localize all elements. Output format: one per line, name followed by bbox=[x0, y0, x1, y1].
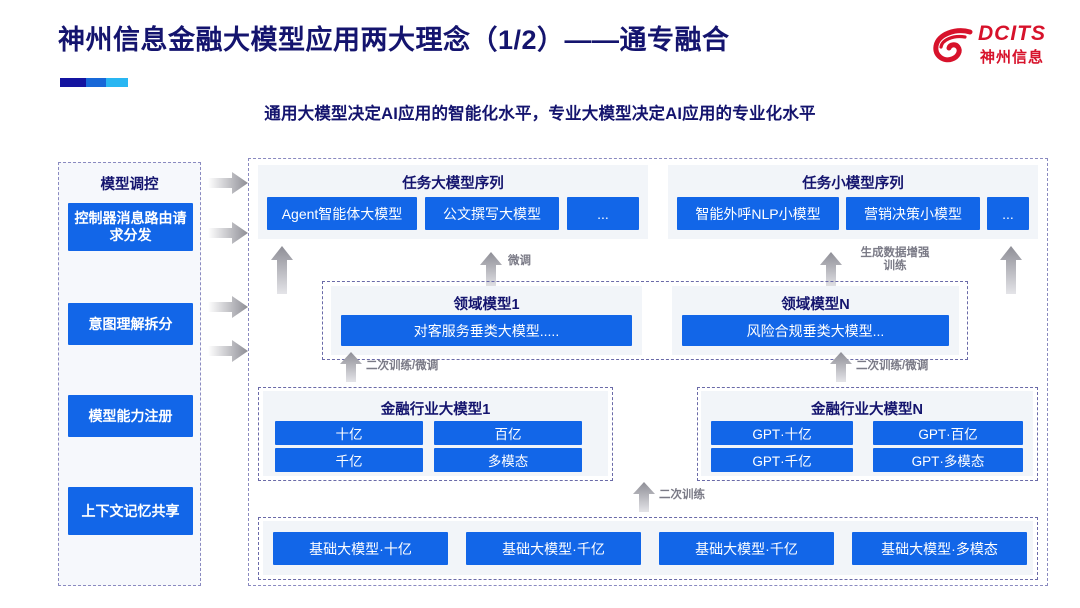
task-model-more-2[interactable]: ... bbox=[987, 197, 1029, 230]
industry-1-cell-0[interactable]: 十亿 bbox=[275, 421, 423, 445]
industry-model-1-title: 金融行业大模型1 bbox=[380, 402, 491, 418]
dcits-swirl-icon bbox=[933, 28, 973, 63]
up-arrow-retrain-right bbox=[830, 352, 852, 382]
task-model-agent[interactable]: Agent智能体大模型 bbox=[267, 197, 417, 230]
up-arrow-domain-to-task-2 bbox=[1000, 246, 1022, 294]
industry-n-cell-2[interactable]: GPT·千亿 bbox=[711, 448, 853, 472]
logo-wordmark-cn: 神州信息 bbox=[980, 49, 1045, 66]
task-large-model-sequence-panel: 任务大模型序列 Agent智能体大模型 公文撰写大模型 ... bbox=[258, 165, 648, 239]
arrow-label-finetune: 微调 bbox=[508, 255, 531, 267]
up-arrow-domain-to-task-1 bbox=[271, 246, 293, 294]
industry-model-1-panel: 金融行业大模型1 十亿 百亿 千亿 多模态 bbox=[263, 391, 608, 476]
industry-model-n-container bbox=[697, 387, 1038, 481]
task-model-document[interactable]: 公文撰写大模型 bbox=[425, 197, 559, 230]
industry-1-cell-2[interactable]: 千亿 bbox=[275, 448, 423, 472]
page-subtitle: 通用大模型决定AI应用的智能化水平，专业大模型决定AI应用的专业化水平 bbox=[264, 105, 816, 123]
domain-model-n-panel: 领域模型N 风险合规垂类大模型... bbox=[672, 286, 959, 355]
industry-n-cell-3[interactable]: GPT·多模态 bbox=[873, 448, 1023, 472]
foundation-cell-0[interactable]: 基础大模型·十亿 bbox=[273, 532, 448, 565]
domain-model-n-title: 领域模型N bbox=[781, 297, 850, 313]
logo-wordmark-en: DCITS bbox=[978, 22, 1046, 45]
industry-model-n-title: 金融行业大模型N bbox=[811, 402, 923, 418]
control-item-router[interactable]: 控制器消息路由请求分发 bbox=[68, 203, 193, 251]
foundation-cell-2[interactable]: 基础大模型·千亿 bbox=[659, 532, 834, 565]
domain-model-1-title: 领域模型1 bbox=[453, 297, 520, 313]
task-small-model-sequence-panel: 任务小模型序列 智能外呼NLP小模型 营销决策小模型 ... bbox=[668, 165, 1038, 239]
task-model-nlp-outbound[interactable]: 智能外呼NLP小模型 bbox=[677, 197, 839, 230]
industry-n-cell-1[interactable]: GPT·百亿 bbox=[873, 421, 1023, 445]
connector-arrow-right-4 bbox=[208, 340, 248, 362]
model-control-panel: 模型调控 控制器消息路由请求分发 意图理解拆分 模型能力注册 上下文记忆共享 bbox=[58, 162, 201, 586]
arrow-label-retrain-base: 二次训练 bbox=[659, 489, 705, 501]
foundation-model-container bbox=[258, 517, 1038, 580]
up-arrow-retrain-left bbox=[340, 352, 362, 382]
industry-model-n-panel: 金融行业大模型N GPT·十亿 GPT·百亿 GPT·千亿 GPT·多模态 bbox=[701, 391, 1033, 476]
industry-model-1-container bbox=[258, 387, 613, 481]
domain-model-1-item[interactable]: 对客服务垂类大模型..... bbox=[341, 315, 632, 346]
connector-arrow-right-1 bbox=[208, 172, 248, 194]
connector-arrow-right-3 bbox=[208, 296, 248, 318]
domain-model-1-panel: 领域模型1 对客服务垂类大模型..... bbox=[331, 286, 642, 355]
foundation-model-panel: 基础大模型·十亿 基础大模型·千亿 基础大模型·千亿 基础大模型·多模态 bbox=[263, 521, 1033, 575]
connector-arrow-right-2 bbox=[208, 222, 248, 244]
up-arrow-finetune bbox=[480, 252, 502, 288]
task-small-model-sequence-title: 任务小模型序列 bbox=[802, 176, 904, 192]
domain-model-container bbox=[322, 281, 968, 360]
industry-n-cell-0[interactable]: GPT·十亿 bbox=[711, 421, 853, 445]
model-control-title: 模型调控 bbox=[100, 177, 159, 193]
foundation-cell-1[interactable]: 基础大模型·千亿 bbox=[466, 532, 641, 565]
dcits-logo: DCITS 神州信息 bbox=[932, 20, 1062, 74]
arrow-label-retrain-right: 二次训练/微调 bbox=[856, 360, 929, 372]
page-title: 神州信息金融大模型应用两大理念（1/2）——通专融合 bbox=[58, 25, 730, 55]
up-arrow-data-augment bbox=[820, 252, 842, 288]
control-item-intent[interactable]: 意图理解拆分 bbox=[68, 303, 193, 345]
task-model-marketing[interactable]: 营销决策小模型 bbox=[846, 197, 980, 230]
domain-model-n-item[interactable]: 风险合规垂类大模型... bbox=[682, 315, 949, 346]
control-item-registry[interactable]: 模型能力注册 bbox=[68, 395, 193, 437]
arrow-label-retrain-left: 二次训练/微调 bbox=[366, 360, 439, 372]
up-arrow-retrain-base bbox=[633, 482, 655, 512]
control-item-context[interactable]: 上下文记忆共享 bbox=[68, 487, 193, 535]
model-stack-outer-container bbox=[248, 158, 1048, 586]
arrow-label-data-augment: 生成数据增强 训练 bbox=[860, 247, 930, 273]
foundation-cell-3[interactable]: 基础大模型·多模态 bbox=[852, 532, 1027, 565]
industry-1-cell-1[interactable]: 百亿 bbox=[434, 421, 582, 445]
industry-1-cell-3[interactable]: 多模态 bbox=[434, 448, 582, 472]
title-underline-rule bbox=[60, 78, 128, 87]
task-large-model-sequence-title: 任务大模型序列 bbox=[402, 176, 504, 192]
task-model-more[interactable]: ... bbox=[567, 197, 639, 230]
